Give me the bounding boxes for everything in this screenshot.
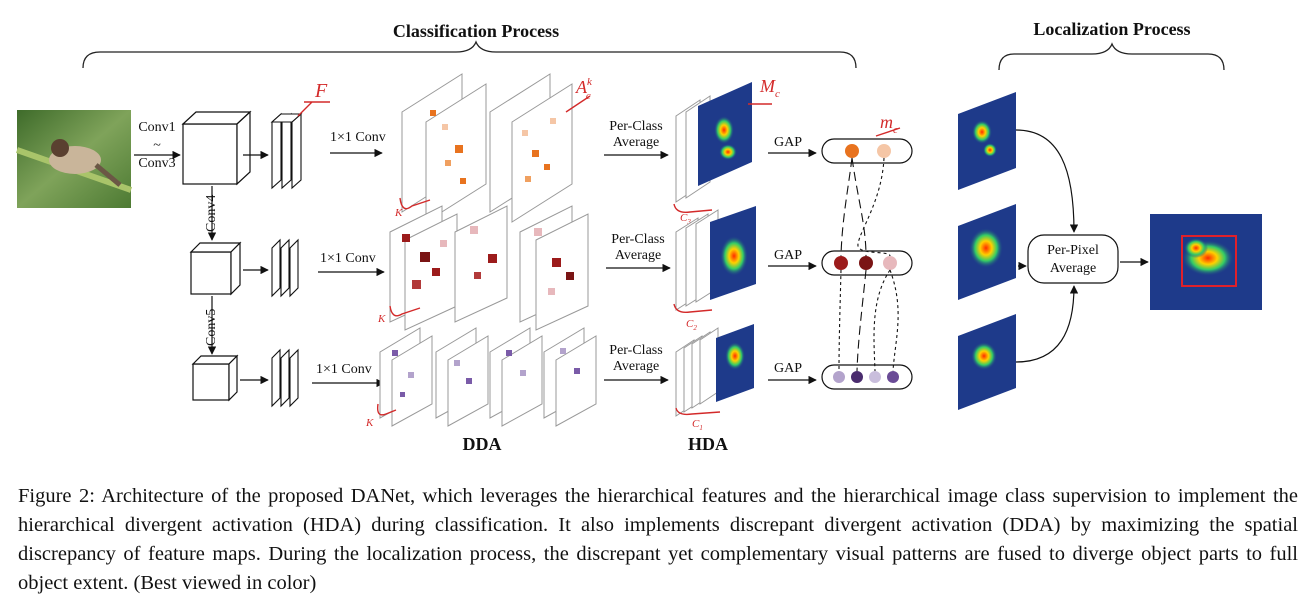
c3-label: C3: [680, 212, 691, 226]
dda-maps-row-2: [389, 205, 589, 331]
m-c-small-main: m: [880, 112, 893, 132]
per-pixel-label: Per-Pixel: [1047, 243, 1099, 258]
feature-f-label: F: [314, 80, 328, 102]
score-node-1a: [845, 144, 859, 158]
dda-maps-row-3: [379, 327, 597, 427]
hda-maps-row-3: [675, 324, 754, 417]
m-c-big-sub: c: [775, 88, 780, 100]
feature-f-marker: [297, 101, 330, 117]
k-label-1: K: [394, 207, 403, 219]
c2-main: C: [686, 318, 694, 330]
tilde-label: ~: [153, 138, 161, 153]
a-c-k-sub: c: [586, 90, 591, 102]
score-node-3c: [869, 371, 881, 383]
c1-label: C1: [692, 418, 703, 432]
feature-stack-1: [270, 112, 303, 190]
backbone-cube-3: [191, 354, 239, 402]
c3-sub: 3: [686, 218, 691, 226]
fuse-arrow-3: [1015, 285, 1079, 363]
c2-sub: 2: [693, 324, 697, 332]
c3-main: C: [680, 212, 688, 224]
output-localization-image: [1150, 214, 1262, 310]
hierarchy-links: [838, 157, 899, 372]
k-label-3: K: [365, 417, 374, 429]
score-node-1b: [877, 144, 891, 158]
score-node-2a: [834, 256, 848, 270]
k-brace-1: [399, 197, 431, 210]
hda-label: HDA: [688, 434, 728, 454]
gap-label-2: GAP: [774, 248, 802, 263]
score-pill-1: [821, 138, 913, 164]
feature-stack-2: [271, 238, 299, 298]
c2-brace: [673, 303, 713, 314]
per-pixel-box: [1027, 234, 1119, 284]
loc-heatmap-2: [958, 204, 1016, 300]
loc-heatmap-1: [958, 92, 1016, 190]
bounding-box: [1181, 235, 1237, 287]
feature-stack-3: [271, 348, 299, 408]
backbone-cube-1: [181, 110, 252, 186]
conv1x1-label-2: 1×1 Conv: [320, 251, 376, 266]
m-c-big-main: M: [759, 76, 776, 96]
k-brace-2: [389, 305, 421, 317]
c1-main: C: [692, 418, 700, 430]
score-node-3d: [887, 371, 899, 383]
conv1x1-label-3: 1×1 Conv: [316, 362, 372, 377]
figure-caption: Figure 2: Architecture of the proposed D…: [18, 485, 1298, 594]
per-class-label-2: Per-Class: [611, 232, 664, 247]
c2-label: C2: [686, 318, 697, 332]
architecture-diagram: Classification Process Localization Proc…: [16, 19, 1262, 454]
backbone-cube-2: [189, 241, 242, 296]
localization-brace: [998, 42, 1225, 71]
score-node-2c: [883, 256, 897, 270]
loc-heatmap-3: [958, 314, 1016, 410]
a-c-k-sup: k: [587, 76, 593, 88]
average-label-1: Average: [613, 135, 659, 150]
m-c-small-marker: [875, 127, 901, 137]
conv1-label: Conv1: [138, 120, 175, 135]
per-class-label-3: Per-Class: [609, 343, 662, 358]
k-brace-3: [376, 403, 397, 416]
score-pill-3: [821, 364, 913, 390]
average-label-2: Average: [615, 248, 661, 263]
conv5-label: Conv5: [204, 309, 219, 346]
classification-brace: [82, 40, 857, 69]
score-node-3b: [851, 371, 863, 383]
per-class-label-1: Per-Class: [609, 119, 662, 134]
hda-maps-row-1: [675, 82, 752, 203]
conv4-label: Conv4: [204, 195, 219, 232]
gap-label-3: GAP: [774, 361, 802, 376]
dda-label: DDA: [463, 434, 502, 454]
c1-brace: [675, 407, 721, 416]
localization-process-title: Localization Process: [1033, 19, 1190, 39]
c1-sub: 1: [699, 424, 703, 432]
input-bird-image: [16, 110, 132, 208]
k-label-2: K: [377, 313, 386, 325]
classification-process-title: Classification Process: [393, 21, 559, 41]
conv3-label: Conv3: [138, 156, 175, 171]
per-pixel-average-label: Average: [1050, 261, 1096, 276]
m-c-big-label: Mc: [759, 76, 780, 100]
hda-maps-row-2: [675, 206, 756, 311]
score-node-2b: [859, 256, 873, 270]
c3-brace: [673, 203, 713, 214]
gap-label-1: GAP: [774, 135, 802, 150]
conv1x1-label-1: 1×1 Conv: [330, 130, 386, 145]
a-c-k-main: A: [575, 77, 588, 97]
fuse-arrow-1: [1015, 129, 1079, 233]
score-node-3a: [833, 371, 845, 383]
dda-maps-row-1: [401, 73, 573, 223]
a-c-k-marker: [565, 95, 591, 113]
average-label-3: Average: [613, 359, 659, 374]
